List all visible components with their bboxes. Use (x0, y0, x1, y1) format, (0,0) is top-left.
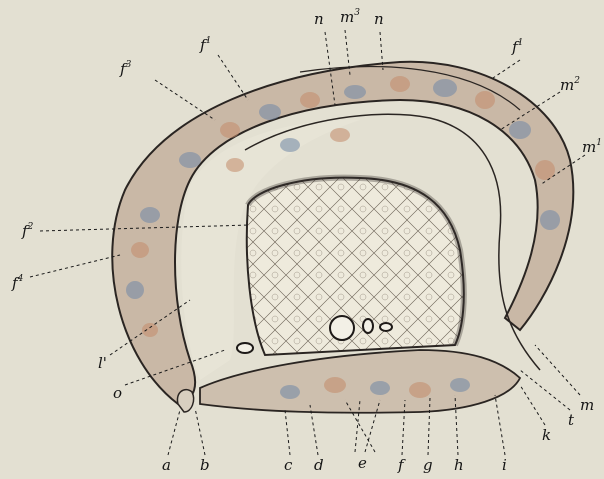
central-mass (247, 178, 464, 355)
label-f3: f3 (119, 60, 132, 78)
label-k: k (542, 426, 551, 444)
fin-tip (177, 390, 193, 412)
label-t: t (568, 411, 575, 429)
label-n-right: n (374, 10, 384, 28)
label-f2: f2 (21, 222, 34, 240)
label-m2: m2 (560, 76, 580, 94)
label-f4: f4 (11, 274, 24, 292)
label-d: d (314, 456, 324, 474)
label-m1: m1 (582, 138, 602, 156)
label-c: c (284, 456, 293, 474)
label-f1-left: f1 (199, 36, 211, 54)
label-f: f (397, 456, 406, 474)
label-i: i (502, 456, 507, 474)
label-m3: m3 (340, 8, 360, 26)
label-n-left: n (314, 10, 324, 28)
label-o: o (113, 384, 122, 402)
label-f1-right: f1 (511, 38, 523, 56)
label-b: b (200, 456, 210, 474)
label-a: a (162, 456, 171, 474)
label-h: h (454, 456, 464, 474)
label-l1: l' (98, 354, 107, 372)
label-e: e (358, 454, 367, 472)
label-m: m (580, 396, 594, 414)
label-g: g (423, 456, 433, 474)
